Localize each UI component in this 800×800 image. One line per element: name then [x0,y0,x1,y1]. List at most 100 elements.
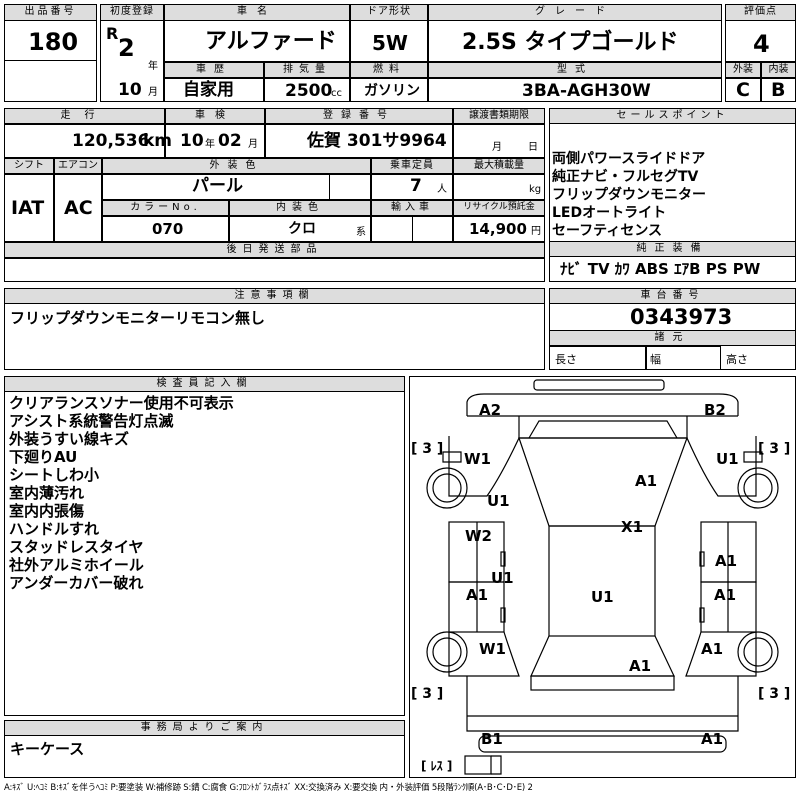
load-box [453,174,545,200]
capacity-unit: 人 [437,184,447,195]
int-box [761,78,796,102]
door-type: 5W [372,31,408,55]
shift-box [4,174,54,242]
width-label: 幅 [650,353,661,366]
capacity-box [371,174,453,200]
plate-box [265,124,453,158]
mileage-label: 走行 [4,108,165,124]
office-text: キーケース [10,740,85,758]
inspection-label: 車検 [165,108,265,124]
import-box-split [412,216,453,242]
inspector-line: アンダーカバー破れ [9,574,144,592]
ext-box [725,78,761,102]
sales-point: フリップダウンモニター [552,187,706,203]
mileage-box [4,124,165,158]
length-label: 長さ [555,353,577,366]
month-unit: 月 [148,87,158,98]
grade: 2.5S タイプゴールド [462,30,679,55]
history: 自家用 [183,80,234,100]
office-label: 事務局よりご案内 [4,720,405,736]
lot-number: 180 [28,28,79,56]
transfer-month-unit: 月 [492,142,502,153]
load-unit: kg [529,184,542,195]
ac: AC [64,197,93,219]
int-grade: B [771,79,786,101]
spare-tire-mark: [ ﾚｽ ] [421,759,452,773]
notes-text: フリップダウンモニターリモコン無し [10,309,266,327]
score-label: 評価点 [725,4,796,21]
legend: A:ｷｽﾞ U:ﾍｺﾐ B:ｷｽﾞを伴うﾍｺﾐ P:要塗装 W:補修跡 S:錆 … [4,783,533,793]
damage-mark-hood: A1 [635,472,657,490]
damage-mark-fr-wheel: U1 [716,450,739,468]
interior-color-label: 内装色 [229,200,371,216]
model-label: 型式 [428,62,722,78]
displacement: 2500 [285,81,333,101]
damage-mark-roof: X1 [621,518,643,536]
shift: IAT [11,197,45,219]
score: 4 [753,30,770,58]
inspector-line: アシスト系統警告灯点滅 [9,412,174,430]
mileage-unit: km [143,131,173,151]
car-diagram: A2 B2 W1 U1 A1 U1 X1 U1 W2 A1 U1 A1 U1 A… [411,379,790,775]
ext-grade: C [736,79,750,101]
insp-month: 02 [218,131,242,151]
reg-month: 10 [118,80,142,100]
fuel-label: 燃料 [350,62,428,78]
tire-depth-fl: [ 3 ] [411,441,443,457]
year-unit: 年 [148,61,158,72]
capacity: 7 [410,176,422,196]
ac-label: エアコン [54,158,102,174]
era: R [106,24,119,43]
insp-year-unit: 年 [205,139,215,150]
inspector-line: 室内薄汚れ [9,484,85,502]
chassis-number: 0343973 [630,305,733,329]
later-parts-label: 後日発送部品 [4,242,545,258]
inspection-box [165,124,265,158]
damage-mark-rear-glass: A1 [629,657,651,675]
inspector-notes: クリアランスソナー使用不可表示 アシスト系統警告灯点滅 外装うすい線キズ 下廻り… [9,394,399,592]
inspector-line: 下廻りAU [9,448,78,466]
transfer-label: 譲渡書類期限 [453,108,545,124]
tire-depth-rr: [ 3 ] [758,686,790,702]
damage-mark-front-left: A2 [479,401,501,419]
sales-label: セールスポイント [549,108,796,124]
car-name: アルファード [205,29,337,54]
model: 3BA-AGH30W [522,81,651,101]
color-box-right [329,174,371,200]
history-box [164,78,264,102]
mileage: 120,536 [72,131,150,151]
inspector-line: 外装うすい線キズ [9,430,130,448]
inspector-line: 社外アルミホイール [9,556,144,574]
tire-depth-fr: [ 3 ] [758,441,790,457]
diagram-box [409,376,796,778]
plate: 佐賀 301サ9964 [307,131,447,151]
damage-mark-rear-right: A1 [701,730,723,748]
tire-depth-marks: [ 3 ] [ 3 ] [ 3 ] [ 3 ] [411,441,790,702]
grade-label: グレード [428,4,722,21]
damage-mark-right-door: A1 [715,552,737,570]
notes-label: 注意事項欄 [4,288,545,304]
interior-color: クロ [288,221,316,237]
color-no: 070 [152,220,184,238]
damage-mark-rear-left: B1 [481,730,503,748]
damage-mark-left-door-lower: U1 [491,569,514,587]
ac-box [54,174,102,242]
fuel: ガソリン [364,83,420,99]
inspector-line: スタッドレスタイヤ [9,538,144,556]
recycle-unit: 円 [531,226,541,237]
sales-points-list: 両側パワースライドドア 純正ナビ・フルセグTV フリップダウンモニター LEDオ… [552,150,792,240]
damage-mark-right-rear-door: A1 [714,586,736,604]
damage-mark-fl-wheel: W1 [464,450,491,468]
fuel-box [350,78,428,102]
damage-mark-left-door: W2 [465,527,492,545]
era-year: 2 [118,34,135,62]
load-label: 最大積載量 [453,158,545,174]
specs-width-cell [646,346,721,370]
shift-label: シフト [4,158,54,174]
later-parts-box [4,258,545,282]
displacement-unit: cc [331,88,342,99]
color-no-label: カラーNo. [102,200,229,216]
damage-mark-rl-wheel: W1 [479,640,506,658]
equipment-label: 純正装備 [549,241,796,257]
inspector-label: 検査員記入欄 [4,376,405,392]
